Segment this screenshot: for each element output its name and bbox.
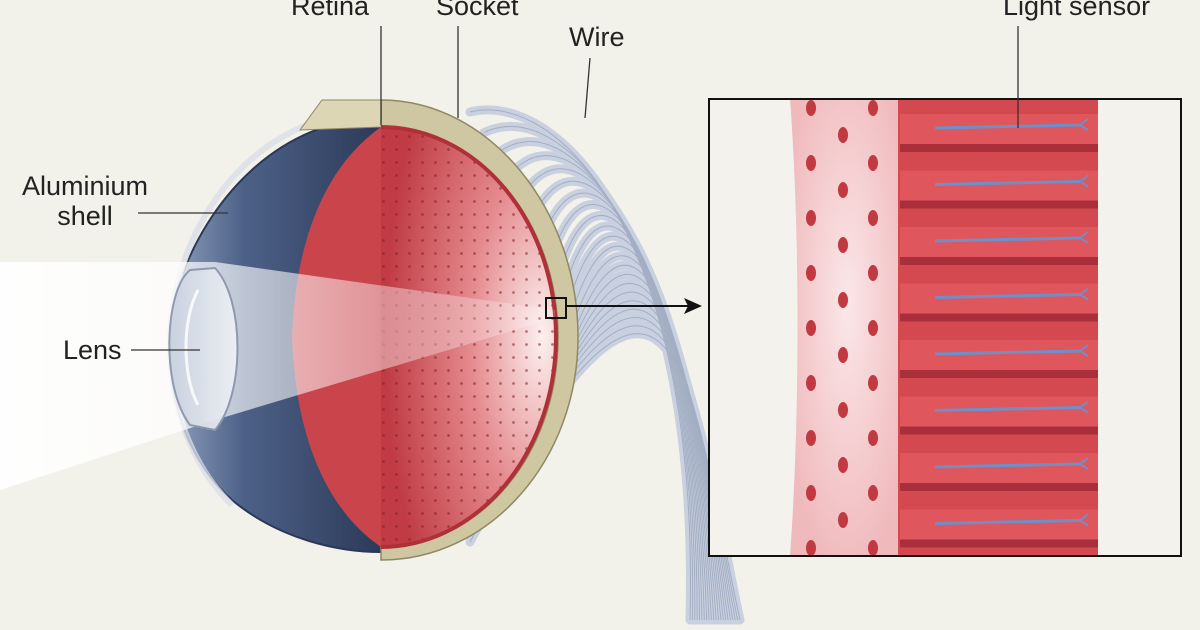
inset-frame xyxy=(708,98,1182,557)
light-sensor-tip xyxy=(1079,400,1089,414)
pointer-arrow-head xyxy=(684,298,702,314)
inset-pore xyxy=(806,375,816,391)
light-sensor-rod xyxy=(934,123,1081,130)
inset-pore xyxy=(806,210,816,226)
aluminium-shell-label: Aluminium shell xyxy=(22,171,148,231)
inset-pore xyxy=(806,485,816,501)
wire-strand-edge xyxy=(557,264,722,621)
inset-pore xyxy=(838,347,848,363)
inset-pore xyxy=(868,540,878,556)
inset-pore xyxy=(838,457,848,473)
sensor-row-shadow xyxy=(900,313,1098,322)
inset-pore xyxy=(838,237,848,253)
socket-top-lip xyxy=(298,99,382,131)
wire-strand-edge xyxy=(564,235,715,621)
light-sensor-tip xyxy=(1079,457,1089,470)
sensor-row xyxy=(900,509,1098,540)
sensor-row xyxy=(900,340,1098,370)
sensor-row-shadow xyxy=(900,426,1098,435)
light-sensor-rod xyxy=(934,180,1081,186)
sensor-row-shadow xyxy=(900,370,1098,378)
wire-strand-edge xyxy=(562,255,720,621)
lens-label: Lens xyxy=(63,335,122,365)
inset-pore xyxy=(868,155,878,171)
retina-label: Retina xyxy=(291,0,370,21)
wire-strand-edge xyxy=(469,109,692,621)
wire-strand-edge xyxy=(510,155,698,621)
inset-pore xyxy=(806,320,816,336)
inset-pore xyxy=(868,210,878,226)
magnified-retina-inset xyxy=(708,98,1182,557)
lens xyxy=(168,266,239,432)
inset-pore xyxy=(838,182,848,198)
inset-pore xyxy=(868,375,878,391)
sensor-row-shadow xyxy=(900,483,1098,491)
inset-pore xyxy=(806,100,816,116)
leader-wire xyxy=(584,57,591,119)
sensor-row-shadow xyxy=(900,144,1098,152)
retina-rim xyxy=(380,125,558,549)
aluminium-shell-label-line2: shell xyxy=(57,201,113,231)
sensor-row xyxy=(900,396,1098,427)
light-sensor-rod xyxy=(934,293,1081,299)
inset-pore xyxy=(868,100,878,116)
inset-pore xyxy=(868,320,878,336)
light-sensor-rod xyxy=(934,349,1081,356)
sensor-row-shadow xyxy=(900,539,1098,548)
inset-pores xyxy=(806,100,878,556)
inset-pore xyxy=(838,292,848,308)
inset-pore xyxy=(806,540,816,556)
light-sensor-label: Light sensor xyxy=(1003,0,1151,21)
inset-pore xyxy=(838,402,848,418)
inset-pore xyxy=(806,155,816,171)
light-sensor-tip xyxy=(1079,174,1089,188)
inset-pore xyxy=(868,265,878,281)
light-sensor-tip xyxy=(1079,231,1089,244)
light-beam xyxy=(0,262,555,490)
lens-highlight xyxy=(184,289,200,406)
light-sensor-rod xyxy=(934,236,1081,243)
zoom-marker-square xyxy=(545,297,567,319)
sensor-row xyxy=(900,453,1098,483)
leader-lines xyxy=(131,26,1019,351)
sensor-row xyxy=(900,283,1098,314)
sensor-row-shadow xyxy=(900,200,1098,209)
inset-pore xyxy=(838,127,848,143)
aluminium-shell-label-line1: Aluminium xyxy=(22,171,149,201)
light-sensor-tip xyxy=(1079,344,1089,357)
light-sensor-tip xyxy=(1079,287,1089,301)
wire-label: Wire xyxy=(569,22,625,52)
inset-pore xyxy=(868,430,878,446)
inset-pore xyxy=(806,430,816,446)
wire-strand-edge xyxy=(564,245,717,621)
inset-pore xyxy=(806,265,816,281)
inset-pore xyxy=(868,485,878,501)
light-sensor-rod xyxy=(934,462,1081,469)
sensor-row-shadow xyxy=(900,257,1098,265)
sensor-row xyxy=(900,114,1098,144)
light-sensor-tip xyxy=(1079,513,1089,527)
socket-label: Socket xyxy=(436,0,519,21)
sensor-row xyxy=(900,170,1098,201)
sensor-row xyxy=(900,227,1098,257)
light-sensor-tip xyxy=(1079,118,1089,131)
inset-sensor-rows xyxy=(900,114,1098,548)
light-sensor-rod xyxy=(934,406,1081,412)
inset-pore xyxy=(838,512,848,528)
light-sensor-rod xyxy=(934,519,1081,525)
